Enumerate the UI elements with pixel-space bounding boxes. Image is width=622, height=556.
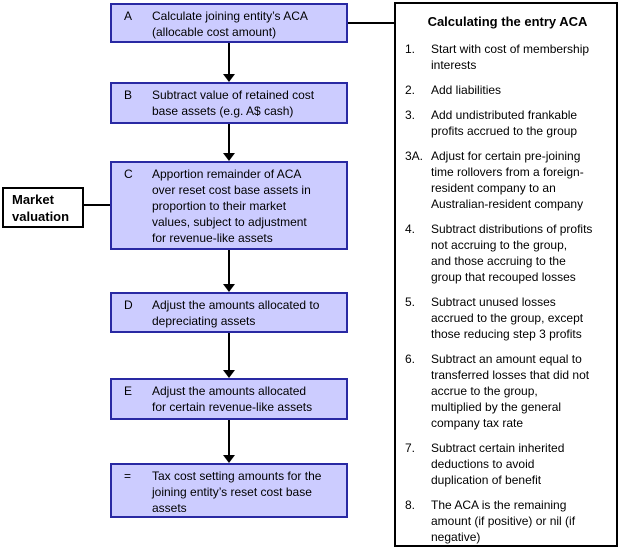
panel-item-number: 3A. [405,149,424,163]
flow-box-a: A Calculate joining entity’s ACA (alloca… [110,3,348,43]
flow-box-e-text: Adjust the amounts allocated for certain… [152,384,313,414]
flow-box-e: E Adjust the amounts allocated for certa… [110,378,348,420]
panel-item-text: Subtract distributions of profits not ac… [431,222,593,284]
panel-item-number: 1. [405,42,416,56]
panel-item-8: 8. The ACA is the remaining amount (if p… [405,497,610,545]
panel-item-text: Subtract an amount equal to transferred … [431,352,590,430]
panel-item-number: 3. [405,108,416,122]
down-arrowhead-c-to-d [223,284,235,292]
flow-box-b-key: B [124,88,133,102]
panel-item-text: Subtract certain inherited deductions to… [431,441,565,487]
flow-box-c-text: Apportion remainder of ACA over reset co… [152,167,311,245]
flow-box-e-key: E [124,384,133,398]
flow-box-d-key: D [124,298,133,312]
flow-box-b: B Subtract value of retained cost base a… [110,82,348,124]
panel-item-text: Subtract unused losses accrued to the gr… [431,295,584,341]
flow-box-c-key: C [124,167,133,181]
panel-item-3: 3. Add undistributed frankable profits a… [405,107,610,139]
panel-item-number: 5. [405,295,416,309]
panel-item-text: Add undistributed frankable profits accr… [431,108,578,138]
panel-title: Calculating the entry ACA [427,14,588,29]
flow-box-d-text: Adjust the amounts allocated to deprecia… [152,298,320,328]
flow-box-c: C Apportion remainder of ACA over reset … [110,161,348,250]
panel-item-number: 7. [405,441,416,455]
flow-box-a-key: A [124,9,133,23]
panel-item-text: The ACA is the remaining amount (if posi… [431,498,576,544]
flow-box-equals: = Tax cost setting amounts for the joini… [110,463,348,518]
arrow-line-a-to-b [228,43,230,75]
panel-item-text: Start with cost of membership interests [431,42,590,72]
flow-box-a-text: Calculate joining entity’s ACA (allocabl… [152,9,308,39]
panel-item-4: 4. Subtract distributions of profits not… [405,221,610,285]
arrow-line-b-to-c [228,124,230,154]
panel-item-number: 2. [405,83,416,97]
connector-market-valuation-to-c [84,204,110,206]
panel-item-text: Adjust for certain pre-joining time roll… [431,149,584,211]
arrow-line-d-to-e [228,333,230,371]
arrow-line-e-to-equals [228,420,230,456]
panel-item-2: 2. Add liabilities [405,82,610,98]
panel-item-7: 7. Subtract certain inherited deductions… [405,440,610,488]
panel-item-number: 4. [405,222,416,236]
flow-box-equals-key: = [124,469,132,483]
market-valuation-box: Market valuation [2,187,84,228]
panel-item-5: 5. Subtract unused losses accrued to the… [405,294,610,342]
flow-box-b-text: Subtract value of retained cost base ass… [152,88,315,118]
panel-item-6: 6. Subtract an amount equal to transferr… [405,351,610,431]
down-arrowhead-e-to-equals [223,455,235,463]
down-arrowhead-b-to-c [223,153,235,161]
panel-item-1: 1. Start with cost of membership interes… [405,41,610,73]
down-arrowhead-a-to-b [223,74,235,82]
panel-item-number: 6. [405,352,416,366]
flow-box-d: D Adjust the amounts allocated to deprec… [110,292,348,333]
arrow-line-c-to-d [228,250,230,285]
panel-item-text: Add liabilities [431,83,502,97]
down-arrowhead-d-to-e [223,370,235,378]
entry-aca-panel: Calculating the entry ACA 1. Start with … [394,2,618,547]
flow-box-equals-text: Tax cost setting amounts for the joining… [152,469,322,515]
connector-a-to-panel [348,22,394,24]
panel-item-number: 8. [405,498,416,512]
panel-item-3a: 3A. Adjust for certain pre-joining time … [405,148,610,212]
